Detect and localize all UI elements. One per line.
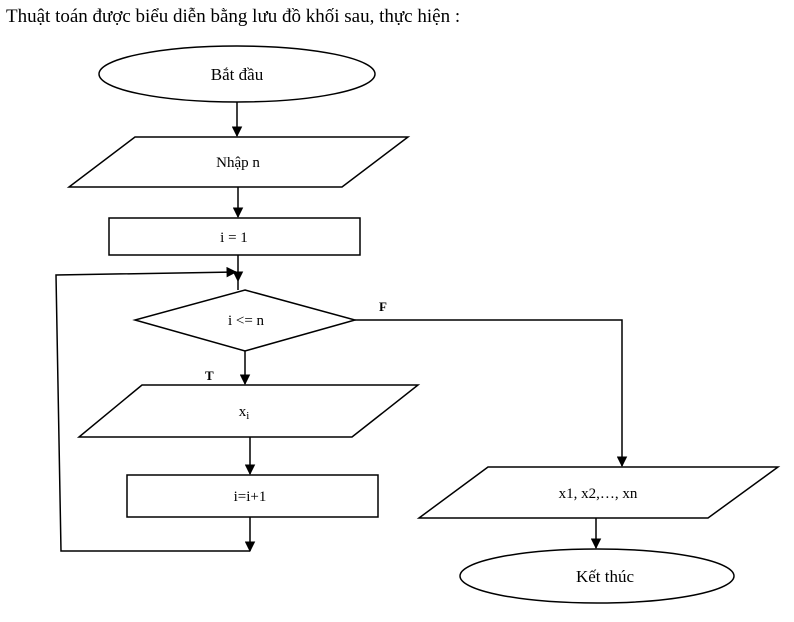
end-label: Kết thúc [576,567,635,586]
true-branch-label: T [205,368,214,383]
increment-node: i=i+1 [126,474,379,518]
input-label: Nhập n [216,155,260,171]
init-node: i = 1 [108,217,361,256]
start-label: Bắt đầu [211,65,264,84]
condition-label: i <= n [228,313,265,329]
false-branch-label: F [379,299,387,314]
loop-back-line [55,266,250,552]
question-text: Thuật toán được biểu diễn bằng lưu đồ kh… [6,6,461,27]
body-node: xi [76,384,421,438]
input-node: Nhập n [66,136,411,188]
condition-node: i <= n [132,289,358,352]
body-label: xi [239,404,250,422]
end-node: Kết thúc [459,548,735,604]
output-label: x1, x2,…, xn [559,486,638,502]
increment-label: i=i+1 [234,489,267,505]
arrow-condition-output [355,319,628,468]
body-base: x [239,404,247,420]
init-label: i = 1 [220,230,248,246]
output-node: x1, x2,…, xn [416,466,781,519]
start-node: Bắt đầu [98,45,376,103]
body-sub: i [246,410,249,422]
